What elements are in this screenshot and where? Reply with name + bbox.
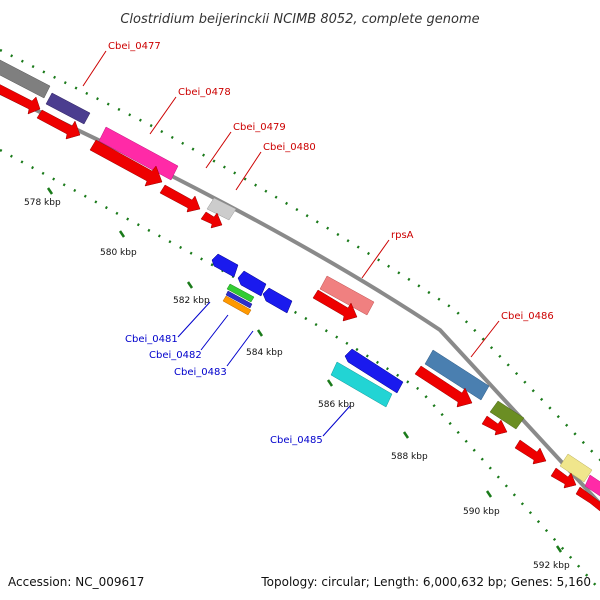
tick-590: 590 kbp	[463, 490, 500, 517]
tick-580: 580 kbp	[100, 230, 137, 258]
feature-cbei-0486-block[interactable]	[424, 349, 490, 401]
gene-label-cbei-0483[interactable]: Cbei_0483	[174, 367, 227, 378]
map-title: Clostridium beijerinckii NCIMB 8052, com…	[120, 12, 479, 27]
tick-584: 584 kbp	[246, 329, 283, 358]
gene-label-rpsa[interactable]: rpsA	[391, 230, 414, 241]
gene-label-cbei-0479[interactable]: Cbei_0479	[233, 122, 286, 133]
tick-label: 582 kbp	[173, 296, 210, 306]
tick-label: 588 kbp	[391, 452, 428, 462]
cds-arrow-forward[interactable]	[0, 82, 41, 115]
cds-arrow-reverse[interactable]	[344, 348, 404, 394]
cds-arrow-forward[interactable]	[414, 365, 473, 408]
accession-text: Accession: NC_009617	[8, 575, 144, 589]
tick-label: 592 kbp	[533, 561, 570, 571]
feature-rpsa-block[interactable]	[319, 275, 375, 316]
gene-label-cbei-0485[interactable]: Cbei_0485	[270, 435, 323, 446]
gene-label-cbei-0477[interactable]: Cbei_0477	[108, 41, 161, 52]
feature-cbei-0482-block[interactable]	[225, 290, 253, 309]
cds-arrow-reverse[interactable]	[211, 253, 239, 278]
cds-arrow-reverse[interactable]	[237, 270, 267, 297]
cds-arrow-forward[interactable]	[575, 486, 600, 515]
inner-dotted-track	[0, 148, 600, 591]
cds-arrow-forward[interactable]	[89, 139, 163, 187]
feature-cbei-0480-block[interactable]	[206, 197, 237, 221]
cds-forward-track	[0, 82, 600, 515]
feature-magenta-edge-block[interactable]	[584, 474, 600, 497]
gene-label-cbei-0481[interactable]: Cbei_0481	[125, 334, 178, 345]
cds-arrow-forward[interactable]	[514, 439, 547, 465]
feature-cbei-0478-block[interactable]	[98, 126, 179, 181]
tick-label: 586 kbp	[318, 400, 355, 410]
cds-arrow-forward[interactable]	[550, 467, 577, 489]
gene-label-cbei-0486[interactable]: Cbei_0486	[501, 311, 554, 322]
feature-cbei-0485-block[interactable]	[330, 361, 393, 408]
cds-reverse-track	[211, 253, 404, 394]
cds-arrow-reverse[interactable]	[262, 287, 293, 314]
feature-cbei-0477-block[interactable]	[45, 92, 91, 125]
tick-label: 578 kbp	[24, 198, 61, 208]
feature-gray-block[interactable]	[0, 59, 51, 99]
gene-label-cbei-0478[interactable]: Cbei_0478	[178, 87, 231, 98]
feature-olive-block[interactable]	[489, 400, 525, 430]
tick-label: 584 kbp	[246, 348, 283, 358]
tick-588: 588 kbp	[391, 431, 428, 462]
tick-582: 582 kbp	[173, 281, 210, 306]
tick-label: 590 kbp	[463, 507, 500, 517]
cds-arrow-forward[interactable]	[312, 289, 358, 322]
feature-cbei-0483-block[interactable]	[222, 295, 252, 316]
cds-arrow-forward[interactable]	[159, 184, 201, 213]
feature-khaki-block[interactable]	[559, 453, 593, 483]
genome-backbone	[0, 90, 600, 507]
cds-arrow-forward[interactable]	[481, 415, 508, 436]
gene-label-cbei-0480[interactable]: Cbei_0480	[263, 142, 316, 153]
cds-arrow-forward[interactable]	[200, 211, 223, 229]
genome-summary-text: Topology: circular; Length: 6,000,632 bp…	[260, 575, 591, 589]
label-leader-lines	[82, 50, 500, 437]
cds-arrow-forward[interactable]	[36, 109, 81, 140]
tick-592: 592 kbp	[533, 545, 570, 571]
tick-586: 586 kbp	[318, 379, 355, 410]
feature-cbei-0481-block[interactable]	[226, 283, 255, 303]
tick-label: 580 kbp	[100, 248, 137, 258]
tick-578: 578 kbp	[24, 187, 61, 208]
gene-label-cbei-0482[interactable]: Cbei_0482	[149, 350, 202, 361]
